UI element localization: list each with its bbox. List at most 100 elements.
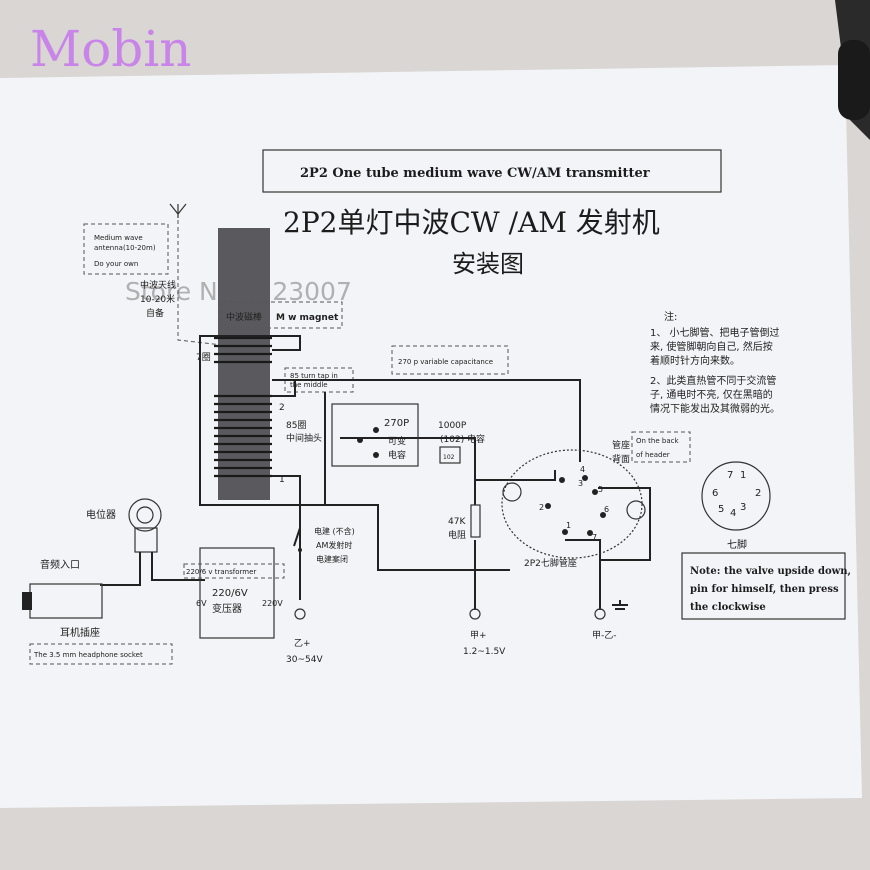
magnet-en: M w magnet [276,313,339,323]
socket-pin-2: 2 [539,503,544,512]
transformer [199,547,275,639]
key-switch [293,527,302,552]
circuit-wires [199,335,651,610]
socket-back-cn-1: 管座 [612,439,630,451]
title-en-box [262,149,722,193]
a-plus-terminal [469,608,481,620]
b-plus-label: 乙+ [294,638,311,649]
tube-roll [838,40,870,120]
coil-tap-cn-1: 85圈 [286,420,306,431]
notes-line-6: 情况下能发出及其微弱的光。 [650,402,780,415]
transformer-cn: 变压器 [212,602,242,615]
magnet-cn: 中波磁棒 [226,311,262,323]
antenna-note-1: Medium wave [94,234,143,242]
antenna-cn-1: 中波天线 [140,279,176,291]
notes-header: 注: [664,310,677,323]
key-note-1: 电建 (不含) [314,526,355,536]
title-cn-sub: 安装图 [452,250,524,278]
coil-pin-2: 2 [279,403,285,413]
coil-tap-note-2: the middle [290,381,328,389]
socket-pin-5: 5 [598,485,603,494]
seven-pin-7: 7 [727,470,733,481]
ground-symbol [612,600,628,610]
seven-pin-2: 2 [755,488,761,499]
var-cap-terminal [357,437,363,443]
seven-pin-label: 七脚 [727,538,747,551]
b-plus-terminal [294,608,306,620]
ferrite-rod [218,228,270,500]
antenna-note-2: antenna(10-20m) [94,244,156,252]
notes-line-4: 2、此类直热管不同于交流管 [650,374,776,387]
key-note-3: 电建案闭 [316,554,348,564]
transformer-note-box [183,563,285,579]
var-cap-note-box [391,345,509,375]
pot-wire [100,552,141,586]
paper-sheet [0,65,862,808]
pot-wire-2 [151,552,205,581]
fixed-cap-cn: (102) 电容 [440,433,485,445]
coil-pin-1: 1 [279,475,285,485]
antenna-symbol [169,203,223,346]
socket-pin-6: 6 [604,505,609,514]
resistor-47k [470,504,481,538]
socket-pin-3: 3 [578,479,583,488]
resistor-value: 47K [448,517,466,527]
a-plus-voltage: 1.2~1.5V [463,647,506,657]
headphone-plug [22,592,32,610]
transformer-6v: 6V [196,599,207,608]
notes-line-2: 来, 使管脚朝向自己, 然后按 [650,340,773,353]
socket-back-en-1: On the back [636,437,679,445]
socket-pin-1: 1 [566,521,571,530]
potentiometer [128,498,162,532]
notes-line-3: 着顺时针方向来数。 [650,354,740,367]
socket-pin-4: 4 [580,465,585,474]
title-cn: 2P2单灯中波CW /AM 发射机 [283,206,660,239]
note-en-box [681,552,846,620]
var-cap-terminal [373,452,379,458]
mobin-logo: Mobin [30,20,192,78]
socket-back-cn-2: 背面 [612,453,630,465]
antenna-cn-3: 自备 [146,307,164,319]
note-en-3: the clockwise [690,602,766,613]
fixed-cap-code: 102 [443,454,455,461]
transformer-220v: 220V [262,599,283,608]
seven-pin-1: 1 [740,470,746,481]
socket-back-en-2: of header [636,451,670,459]
pot-label: 电位器 [86,508,116,521]
note-en-1: Note: the valve upside down, [690,566,851,577]
var-cap-cn-2: 电容 [388,449,406,461]
coil-tap-note-1: 85 turn tap in [290,372,338,380]
audio-in-label: 音频入口 [40,558,80,571]
transformer-note: 220/6 v transformer [186,568,256,576]
antenna-note-3: Do your own [94,260,138,268]
coil-windings [214,336,272,478]
seven-pin-5: 5 [718,504,724,515]
tube-socket [501,449,646,559]
a-plus-label: 甲+ [470,630,487,641]
socket-label: 2P2七脚管座 [524,557,577,569]
notes-line-1: 1、 小七脚管、把电子管倒过 [650,326,780,339]
var-cap-cn-1: 可变 [388,435,406,447]
seven-pin-3: 3 [740,502,746,513]
socket-back-note-box [631,431,691,463]
variable-capacitor [331,403,419,467]
seven-pin-6: 6 [712,488,718,499]
magnet-label-box [221,301,343,329]
headphone-cn: 耳机插座 [60,626,100,639]
var-cap-note: 270 p variable capacitance [398,358,493,366]
title-en: 2P2 One tube medium wave CW/AM transmitt… [300,166,650,181]
fixed-capacitor [439,446,461,464]
headphone-en: The 3.5 mm headphone socket [33,651,143,659]
potentiometer-body [134,527,158,553]
socket-pin-7: 7 [592,533,597,542]
coil-7-turns: 7圈 [196,352,211,363]
coil-tap-cn-2: 中间抽头 [286,432,322,444]
transformer-rating: 220/6V [212,588,248,599]
note-en-2: pin for himself, then press [690,584,839,595]
seven-pin-diagram [701,461,771,531]
seven-pin-4: 4 [730,508,736,519]
var-cap-270p: 270P [384,418,409,429]
resistor-cn: 电阻 [448,529,466,541]
antenna-cn-2: 10-20米 [140,293,175,305]
